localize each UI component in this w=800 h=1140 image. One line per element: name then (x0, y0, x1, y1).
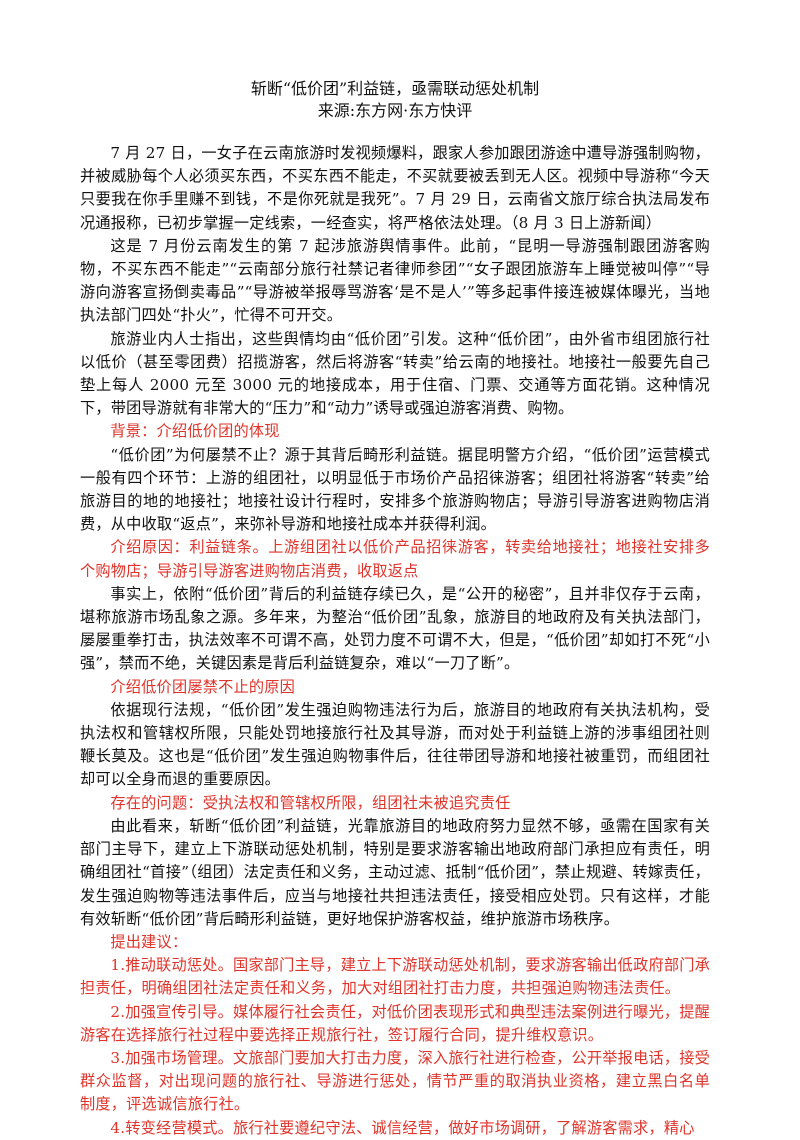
annotation-problem: 存在的问题：受执法权和管辖权所限，组团社未被追究责任 (110, 793, 511, 812)
body-paragraph: 7 月 27 日，一女子在云南旅游时发视频爆料，跟家人参加跟团游途中遭导游强制购… (80, 144, 710, 232)
suggestion-item: 3.加强市场管理。文旅部门要加大打击力度，深入旅行社进行检查，公开举报电话，接受… (80, 1048, 711, 1114)
annotation-persist: 介绍低价团屡禁不止的原因 (110, 677, 296, 696)
body-paragraph: 旅游业内人士指出，这些舆情均由“低价团”引发。这种“低价团”，由外省市组团旅行社… (80, 329, 710, 418)
body-paragraph: “低价团”为何屡禁不止？源于其背后畸形利益链。据昆明警方介绍，“低价团”运营模式… (80, 445, 710, 534)
suggestion-item: 4.转变经营模式。旅行社要遵纪守法、诚信经营，做好市场调研，了解游客需求，精心 (110, 1118, 695, 1137)
suggestion-item: 2.加强宣传引导。媒体履行社会责任，对低价团表现形式和典型违法案例进行曝光，提醒… (80, 1002, 711, 1044)
body-paragraph: 这是 7 月份云南发生的第 7 起涉旅游舆情事件。此前，“昆明一导游强制跟团游客… (80, 236, 710, 325)
suggestion-item: 1.推动联动惩处。国家部门主导，建立上下游联动惩处机制，要求游客输出低政府部门承… (80, 956, 711, 998)
body-paragraph: 依据现行法规，“低价团”发生强迫购物违法行为后，旅游目的地政府有关执法机构，受执… (80, 700, 710, 789)
annotation-background: 背景：介绍低价团的体现 (110, 422, 280, 441)
document-source: 来源:东方网·东方快评 (317, 101, 473, 120)
body-paragraph: 由此看来，斩断“低价团”利益链，光靠旅游目的地政府努力显然不够，亟需在国家有关部… (80, 816, 710, 928)
annotation-suggest: 提出建议： (110, 932, 188, 951)
document-title: 斩断“低价团”利益链，亟需联动惩处机制 (250, 79, 540, 98)
annotation-reason: 介绍原因：利益链条。上游组团社以低价产品招徕游客，转卖给地接社；地接社安排多个购… (80, 538, 710, 580)
body-paragraph: 事实上，依附“低价团”背后的利益链存续已久，是“公开的秘密”，且并非仅存于云南，… (80, 584, 710, 673)
